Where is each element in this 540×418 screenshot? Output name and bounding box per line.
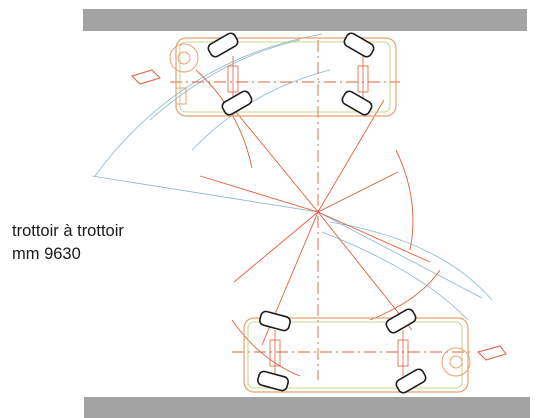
top-vehicle-body: [175, 37, 397, 117]
ray-top-left: [235, 111, 319, 213]
annotation-line-1: trottoir à trottoir: [12, 222, 124, 240]
sweep-arc-top-inner: [191, 69, 331, 151]
sweep-arc-bottom-outer: [329, 221, 493, 301]
top-vehicle-suspension: [227, 56, 369, 100]
curb-to-curb-annotation: trottoir à trottoir mm 9630: [12, 220, 124, 266]
bottom-sidewalk-curb: [84, 397, 530, 418]
top-vehicle-inner: [179, 41, 391, 113]
ray-top-right: [317, 99, 385, 213]
arc-top-left: [195, 69, 253, 169]
sweep-arcs: [91, 33, 493, 321]
ray-bottom-left-2: [233, 211, 319, 283]
bottom-vehicle-hub: [441, 347, 471, 377]
steered-wheel-icon: [207, 32, 375, 116]
bottom-vehicle-suspension: [269, 330, 409, 376]
direction-arrow-icon: [477, 345, 507, 361]
arc-bottom-left: [231, 319, 301, 377]
annotation-line-2: mm 9630: [12, 245, 81, 263]
ray-bottom-right: [317, 211, 413, 331]
arc-top-right: [395, 149, 414, 251]
radius-line-bottom: [317, 211, 483, 299]
top-vehicle-hub: [169, 43, 199, 73]
axle-line-top: [199, 171, 399, 213]
sweep-arc-top-mid: [149, 39, 301, 121]
sweep-arc-top-outer: [94, 33, 323, 177]
radius-line-top: [91, 175, 319, 213]
bottom-vehicle: [243, 308, 507, 394]
bottom-vehicle-inner: [247, 321, 463, 389]
arc-bottom-right: [369, 269, 441, 321]
top-vehicle: [131, 32, 397, 117]
direction-arrow-icon: [131, 69, 161, 85]
steered-wheel-icon: [257, 308, 427, 394]
construction-lines: [170, 40, 470, 380]
top-sidewalk-curb: [83, 9, 527, 31]
ray-bottom-right-2: [317, 211, 431, 263]
sweep-arc-bottom-mid: [321, 231, 469, 321]
